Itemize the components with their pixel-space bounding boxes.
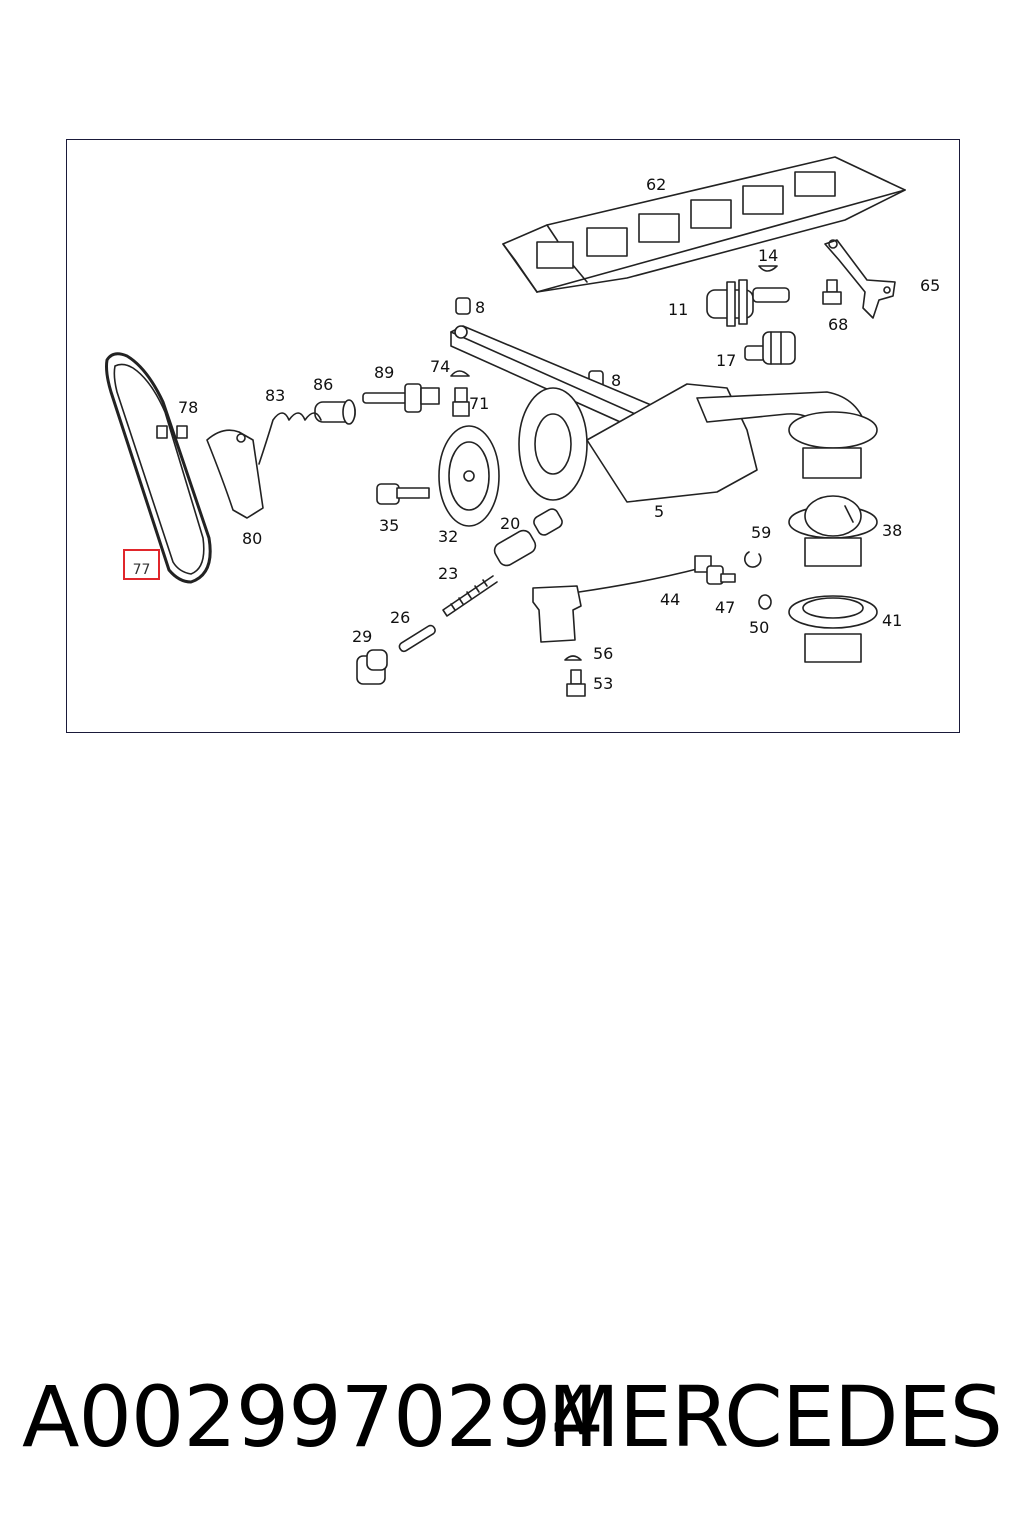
brand-name: MERCEDES: [547, 1368, 1003, 1466]
part-86-sleeve: [314, 399, 356, 425]
part-83-spring: [258, 412, 322, 465]
label-17: 17: [716, 351, 737, 370]
label-32: 32: [438, 527, 459, 546]
part-56-washer: [564, 655, 582, 661]
part-74-washer: [450, 370, 470, 377]
part-11-gear-shaft: [706, 279, 790, 327]
label-68: 68: [828, 315, 849, 334]
label-41: 41: [882, 611, 903, 630]
label-29: 29: [352, 627, 373, 646]
part-17-gear: [744, 331, 796, 365]
label-23: 23: [438, 564, 459, 583]
label-71: 71: [469, 394, 490, 413]
part-38-strainer: [788, 495, 878, 567]
part-number: A0029970294: [22, 1368, 604, 1466]
part-35-bolt: [376, 483, 430, 505]
part-20-piston: [493, 508, 563, 567]
label-44: 44: [660, 590, 681, 609]
label-56: 56: [593, 644, 614, 663]
label-20: 20: [500, 514, 521, 533]
part-80-tensioner-rail: [206, 429, 264, 519]
part-78-links: [156, 425, 188, 439]
part-50-seal: [758, 594, 772, 610]
label-86: 86: [313, 375, 334, 394]
part-77-drive-chain: [105, 352, 212, 584]
label-77-highlighted: 77: [123, 549, 160, 580]
part-41-housing: [788, 595, 878, 663]
part-89-bolt: [362, 383, 440, 413]
label-5: 5: [654, 502, 665, 521]
part-68-bolt: [822, 279, 842, 305]
part-65-bracket: [824, 239, 896, 319]
part-26-pin: [398, 624, 436, 653]
part-44-oil-level-sensor: [532, 555, 712, 643]
label-50: 50: [749, 618, 770, 637]
label-11: 11: [668, 300, 689, 319]
part-47-sensor: [706, 565, 736, 585]
label-80: 80: [242, 529, 263, 548]
label-8-b: 8: [611, 371, 622, 390]
label-78: 78: [178, 398, 199, 417]
footer: A0029970294 MERCEDES: [0, 1368, 1024, 1468]
part-32-sprocket: [438, 425, 500, 527]
label-89: 89: [374, 363, 395, 382]
part-5-oil-pump: [450, 325, 878, 503]
label-47: 47: [715, 598, 736, 617]
label-8-a: 8: [475, 298, 486, 317]
label-59: 59: [751, 523, 772, 542]
label-35: 35: [379, 516, 400, 535]
exploded-parts-drawing: [105, 156, 906, 697]
part-29-plug: [356, 649, 388, 685]
label-38: 38: [882, 521, 903, 540]
label-14: 14: [758, 246, 779, 265]
label-83: 83: [265, 386, 286, 405]
part-71-bolt: [452, 387, 470, 417]
part-62-baffle: [502, 156, 906, 293]
label-53: 53: [593, 674, 614, 693]
diagram-frame: 62 14 65 11 68 8 8 17 74 71 89 86 83 78 …: [66, 139, 960, 733]
part-53-bolt: [566, 669, 586, 697]
part-14-key: [758, 265, 778, 272]
label-65: 65: [920, 276, 941, 295]
part-8-sleeve-a: [455, 297, 471, 315]
label-62: 62: [646, 175, 667, 194]
part-59-clip: [744, 551, 762, 568]
label-74: 74: [430, 357, 451, 376]
label-26: 26: [390, 608, 411, 627]
part-23-spring: [442, 575, 498, 617]
